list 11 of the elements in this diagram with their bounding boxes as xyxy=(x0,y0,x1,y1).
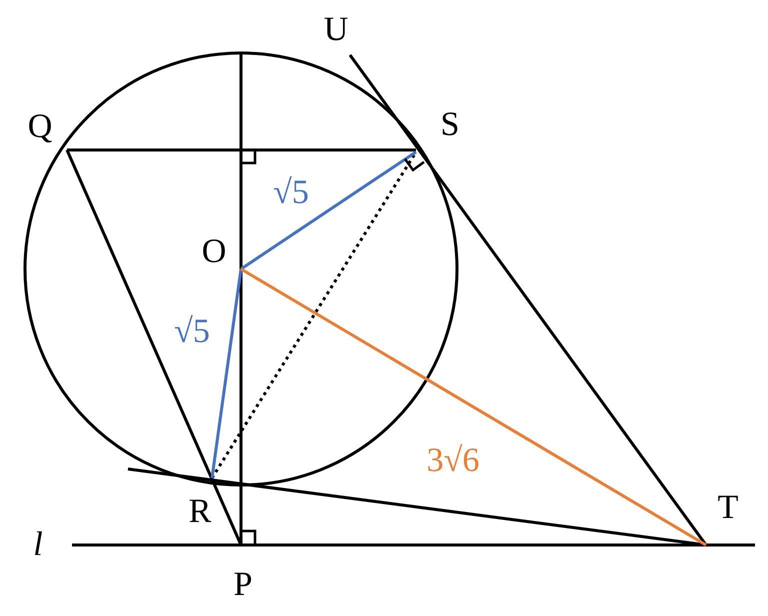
point-label: P xyxy=(234,568,252,602)
length-label: 3√6 xyxy=(426,444,480,478)
length-label: √5 xyxy=(273,176,309,210)
point-label: R xyxy=(188,495,212,529)
point-label: O xyxy=(202,235,226,269)
point-label: l xyxy=(33,528,43,562)
point-label: U xyxy=(324,13,348,47)
point-label: S xyxy=(440,108,460,142)
point-label: T xyxy=(718,491,738,525)
point-label: Q xyxy=(28,110,52,144)
length-label: √5 xyxy=(174,315,210,349)
